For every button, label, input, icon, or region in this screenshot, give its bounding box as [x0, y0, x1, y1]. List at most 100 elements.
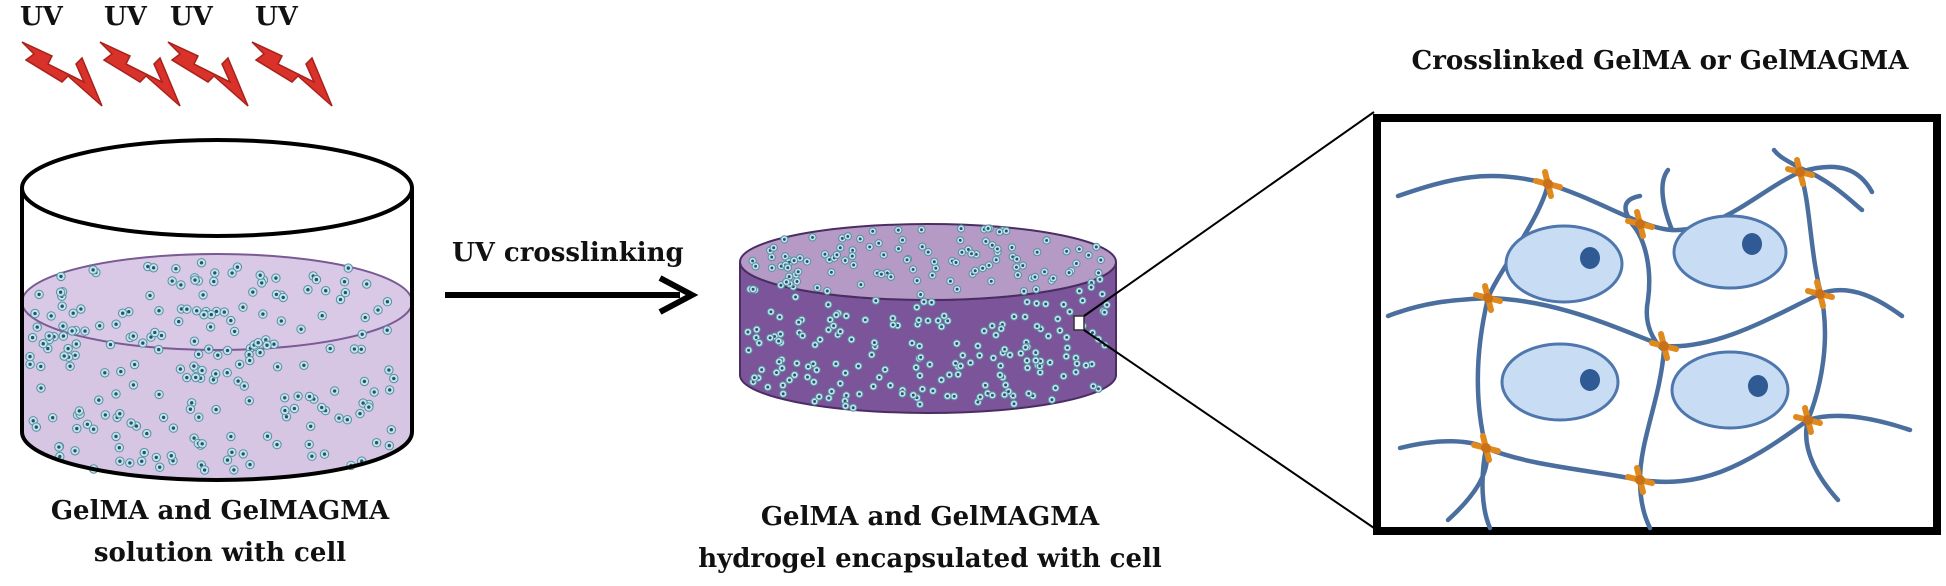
hydrogel-cell-nucleus	[918, 402, 922, 406]
hydrogel-cell-nucleus	[838, 330, 842, 333]
hydrogel-cell-nucleus	[754, 264, 758, 268]
hydrogel-cell-nucleus	[897, 247, 900, 251]
crosslink-point	[1649, 331, 1679, 361]
solution-cell-nucleus	[178, 367, 183, 371]
hydrogel-cell-nucleus	[1003, 393, 1006, 397]
solution-cell-nucleus	[328, 346, 332, 351]
hydrogel-cell-nucleus	[948, 279, 952, 283]
solution-cell-nucleus	[195, 309, 199, 313]
hydrogel-cell-nucleus	[786, 266, 790, 270]
solution-cell-nucleus	[314, 277, 319, 282]
hydrogel-cell-nucleus	[826, 303, 830, 307]
solution-cell-nucleus	[214, 407, 218, 412]
dish-rim	[20, 138, 414, 238]
hydrogel-cell-nucleus	[940, 325, 943, 329]
hydrogel-cell-nucleus	[857, 392, 861, 396]
hydrogel-cell-nucleus	[947, 373, 951, 377]
solution-cell-nucleus	[392, 376, 396, 381]
hydrogel-cell-nucleus	[872, 341, 876, 345]
solution-cell-nucleus	[207, 347, 211, 351]
hydrogel-cell-nucleus	[882, 253, 886, 257]
solution-cell-nucleus	[374, 441, 379, 445]
solution-cell-nucleus	[387, 443, 391, 448]
solution-cell-nucleus	[185, 375, 189, 380]
solution-cell-nucleus	[216, 353, 220, 357]
solution-cell-nucleus	[214, 309, 219, 314]
hydrogel-cell-nucleus	[1050, 398, 1054, 402]
hydrogel-cell-nucleus	[1010, 246, 1014, 249]
solution-cell-nucleus	[146, 264, 150, 269]
hydrogel-cell-nucleus	[859, 283, 863, 287]
hydrogel-cell-nucleus	[843, 371, 847, 375]
hydrogel-cell-nucleus	[889, 275, 893, 279]
solution-cell-nucleus	[119, 369, 123, 374]
hydrogel-cell-nucleus	[954, 361, 957, 365]
solution-cell-nucleus	[361, 401, 365, 405]
hydrogel-cell-nucleus	[751, 287, 755, 291]
hydrogel-cell-nucleus	[1081, 299, 1085, 303]
hydrogel-cell-nucleus	[939, 378, 943, 382]
hydrogel-cell-nucleus	[1077, 289, 1081, 293]
hydrogel-cell-nucleus	[946, 319, 950, 323]
hydrogel-cell-nucleus	[1096, 387, 1100, 391]
solution-cell-nucleus	[132, 362, 137, 367]
solution-cell-nucleus	[194, 375, 198, 380]
solution-cell-nucleus	[28, 354, 32, 359]
solution-cell-nucleus	[258, 350, 262, 355]
hydrogel-cell-nucleus	[888, 383, 892, 387]
hydrogel-cell-nucleus	[956, 373, 960, 376]
hydrogel-cell-nucleus	[858, 237, 862, 241]
hydrogel-cell-nucleus	[960, 250, 964, 254]
hydrogel-cell-nucleus	[1048, 361, 1052, 364]
hydrogel-cell-nucleus	[1058, 329, 1062, 332]
hydrogel-cell-nucleus	[936, 319, 940, 323]
hydrogel-cell-nucleus	[999, 364, 1003, 368]
solution-cell-nucleus	[387, 368, 391, 372]
solution-cell-nucleus	[83, 329, 87, 333]
hydrogel-cell-nucleus	[1091, 331, 1094, 335]
solution-cell-nucleus	[91, 427, 96, 431]
solution-cell-nucleus	[275, 365, 280, 369]
solution-cell-nucleus	[131, 383, 136, 387]
polymer-fibers	[1385, 147, 1913, 531]
solution-cell-nucleus	[310, 454, 314, 458]
solution-cell-nucleus	[60, 304, 64, 308]
hydrogel-cell-nucleus	[769, 310, 773, 314]
solution-cell-nucleus	[309, 424, 313, 428]
solution-cell-nucleus	[39, 386, 43, 390]
solution-cell-nucleus	[41, 342, 45, 346]
solution-cell-nucleus	[306, 288, 310, 292]
solution-cell-nucleus	[225, 371, 229, 375]
hydrogel-cell-nucleus	[986, 227, 990, 230]
hydrogel-cell-nucleus	[932, 260, 936, 264]
solution-cell-nucleus	[57, 445, 61, 449]
hydrogel-cell-nucleus	[828, 318, 832, 322]
solution-cell-nucleus	[200, 368, 204, 373]
solution-cell-nucleus	[284, 415, 289, 419]
solution-cell-nucleus	[157, 347, 161, 352]
hydrogel-cell-nucleus	[978, 354, 982, 357]
hydrogel-cell-nucleus	[999, 327, 1003, 331]
hydrogel-cell-nucleus	[959, 364, 963, 368]
hydrogel-cell-nucleus	[926, 319, 930, 323]
hydrogel-cell-nucleus	[830, 389, 834, 393]
hydrogel-cell-nucleus	[970, 252, 973, 256]
solution-cell-nucleus	[70, 329, 74, 333]
solution-cell-nucleus	[265, 434, 270, 438]
solution-cell-nucleus	[202, 313, 206, 317]
solution-surface	[21, 253, 413, 351]
hydrogel-cell-nucleus	[1034, 287, 1038, 291]
hydrogel-cell-nucleus	[918, 344, 921, 348]
hydrogel-cell-nucleus	[784, 280, 788, 284]
cell-3	[1500, 342, 1620, 422]
hydrogel-cell-nucleus	[805, 260, 809, 263]
hydrogel-cell-nucleus	[760, 368, 764, 372]
solution-cell-nucleus	[129, 421, 133, 425]
hydrogel-cell-nucleus	[1023, 315, 1027, 319]
hydrogel-cell-nucleus	[751, 259, 755, 263]
solution-cell-nucleus	[141, 341, 145, 345]
hydrogel-cell-nucleus	[1025, 300, 1029, 304]
hydrogel-cell-nucleus	[874, 299, 878, 303]
hydrogel-cell-nucleus	[905, 258, 909, 262]
solution-cell-nucleus	[192, 364, 196, 368]
